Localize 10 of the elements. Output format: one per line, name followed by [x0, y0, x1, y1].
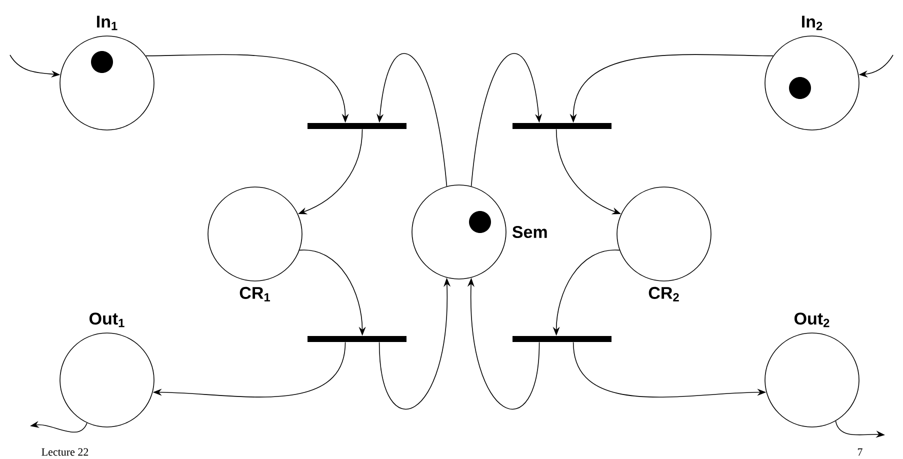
arrow: [470, 53, 542, 187]
node-label: In$_{1}$: [97, 16, 118, 30]
node-label: Out$_{1}$: [90, 312, 124, 328]
node-label: CR$_{2}$: [648, 286, 679, 302]
footer-text: Lecture 22: [42, 448, 88, 456]
page-number: 7: [858, 448, 862, 456]
node-label: In$_{2}$: [802, 16, 822, 30]
node-label: Out$_{2}$: [794, 312, 830, 328]
node-label: Sem: [512, 226, 547, 238]
node-label: CR$_{1}$: [240, 286, 270, 302]
